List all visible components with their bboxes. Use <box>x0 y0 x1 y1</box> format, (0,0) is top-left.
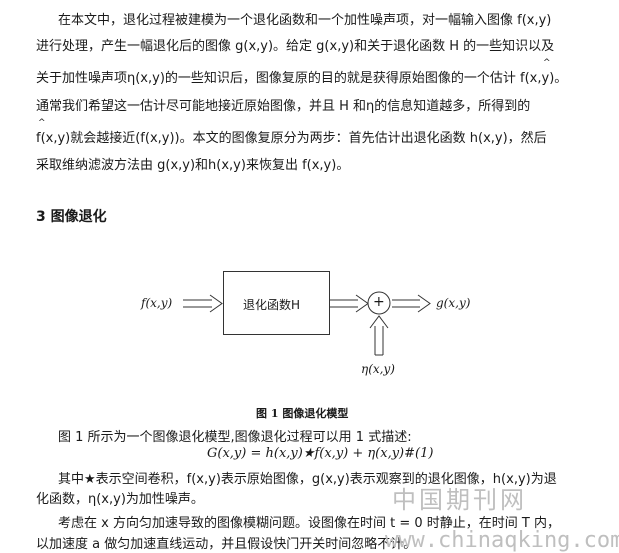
sum-symbol: + <box>373 294 385 310</box>
block-label: 退化函数H <box>243 298 301 312</box>
paragraph2-line2: 其中★表示空间卷积，f(x,y)表示原始图像，g(x,y)表示观察到的退化图像，… <box>58 472 557 487</box>
hat-mark: ^ <box>543 58 551 68</box>
paragraph1-line4: 通常我们希望这一估计尽可能地接近原始图像，并且 H 和η的信息知道越多，所得到的 <box>36 99 531 114</box>
output-arrow <box>392 294 431 313</box>
sum-junction <box>367 291 391 315</box>
paragraph1-line1: 在本文中，退化过程被建模为一个退化函数和一个加性噪声项，对一幅输入图像 f(x,… <box>58 13 552 28</box>
watermark-cn: 中国期刊网 <box>392 486 527 514</box>
paragraph2-line1: 图 1 所示为一个图像退化模型,图像退化过程可以用 1 式描述: <box>58 430 412 445</box>
paragraph3-line2: 以加速度 a 做匀加速直线运动，并且假设快门开关时间忽略不计。 <box>36 537 417 552</box>
output-label: g(x,y) <box>436 296 471 310</box>
paragraph1-line5: f(x,y)就会越接近(f(x,y))。本文的图像复原分为两步：首先估计出退化函… <box>36 131 547 146</box>
paragraph1-line3: 关于加性噪声项η(x,y)的一些知识后，图像复原的目的就是获得原始图像的一个估计… <box>36 71 568 86</box>
input-arrow <box>183 294 223 313</box>
noise-label: η(x,y) <box>361 362 395 376</box>
mid-arrow <box>330 294 369 313</box>
figure-caption: 图 1 图像退化模型 <box>256 407 349 420</box>
section-heading: 3 图像退化 <box>36 209 107 225</box>
noise-arrow <box>369 315 389 356</box>
paragraph3-line1: 考虑在 x 方向匀加速导致的图像模糊问题。设图像在时间 t = 0 时静止，在时… <box>58 516 560 531</box>
input-label: f(x,y) <box>141 296 173 310</box>
hat-mark: ^ <box>38 118 46 128</box>
paragraph1-line6: 采取维纳滤波方法由 g(x,y)和h(x,y)来恢复出 f(x,y)。 <box>36 158 350 173</box>
watermark-url: www.chinaqking.com <box>385 528 619 553</box>
equation: G(x,y) = h(x,y)★f(x,y) + η(x,y)#(1) <box>207 446 434 461</box>
paragraph1-line2: 进行处理，产生一幅退化后的图像 g(x,y)。给定 g(x,y)和关于退化函数 … <box>36 39 555 54</box>
paragraph2-line3: 化函数，η(x,y)为加性噪声。 <box>36 492 204 507</box>
degradation-block <box>223 271 330 335</box>
